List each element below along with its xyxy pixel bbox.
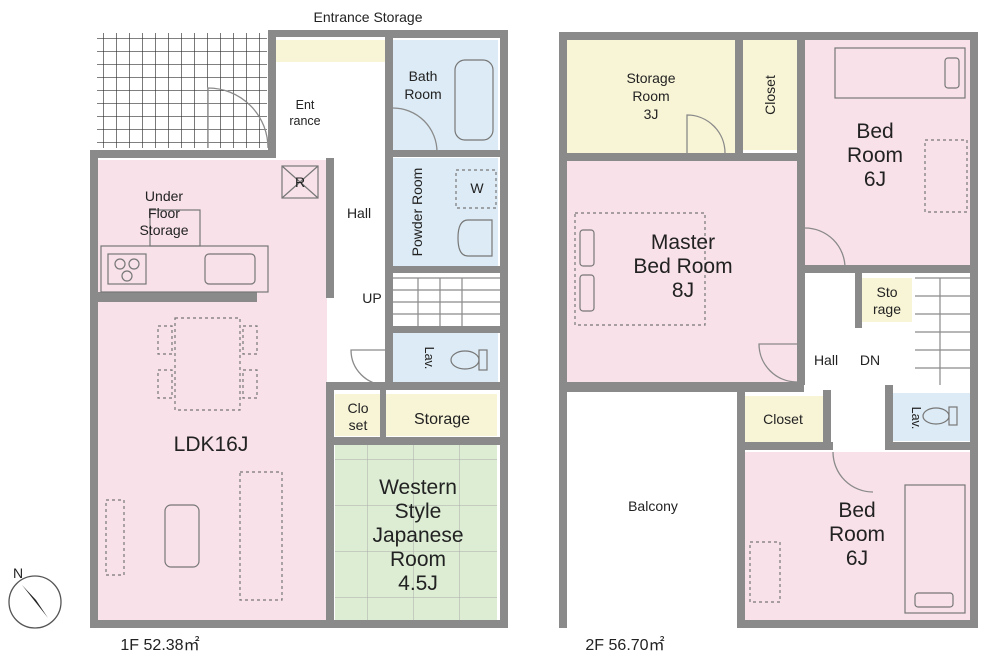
dining-table bbox=[174, 317, 241, 411]
label-washer: W bbox=[470, 180, 484, 196]
label-master-2: Bed Room bbox=[633, 255, 732, 278]
powder-room bbox=[393, 158, 498, 268]
label-lav-2f: Lav. bbox=[909, 407, 923, 430]
label-entrance-1: Ent bbox=[296, 98, 315, 112]
walls-2f bbox=[559, 32, 978, 628]
bed-se bbox=[904, 484, 966, 614]
closet-1f bbox=[335, 394, 380, 436]
porch bbox=[97, 33, 267, 148]
label-lav-1f: Lav. bbox=[422, 347, 436, 370]
label-entrance-storage: Entrance Storage bbox=[314, 9, 423, 25]
bed-room-ne bbox=[805, 40, 970, 265]
label-storage-room-3: 3J bbox=[644, 106, 659, 122]
label-western-3: Japanese bbox=[372, 524, 463, 547]
label-master-1: Master bbox=[651, 231, 715, 254]
label-bed-ne-1: Bed bbox=[856, 120, 893, 143]
floor-2 bbox=[559, 32, 978, 628]
fridge-box bbox=[281, 165, 319, 199]
label-sto-1: Sto bbox=[876, 284, 897, 300]
label-western-5: 4.5J bbox=[398, 572, 438, 595]
label-bath-1: Bath bbox=[409, 68, 438, 84]
sink bbox=[204, 253, 256, 285]
walls-1f bbox=[90, 30, 508, 628]
japanese-room bbox=[335, 445, 497, 620]
storage-2f-small bbox=[862, 278, 912, 322]
label-dn: DN bbox=[860, 352, 880, 368]
label-master-3: 8J bbox=[672, 279, 694, 302]
bed-master bbox=[574, 212, 706, 326]
stove bbox=[107, 253, 147, 285]
bath-room bbox=[393, 40, 498, 152]
closet-2f-b bbox=[743, 396, 823, 442]
washer bbox=[455, 169, 497, 209]
label-bed-se-1: Bed bbox=[838, 499, 875, 522]
closet-2f-a bbox=[743, 40, 797, 150]
label-storage-1f: Storage bbox=[414, 411, 470, 428]
label-up: UP bbox=[362, 290, 381, 306]
label-under-floor-1: Under bbox=[145, 188, 183, 204]
label-powder-room: Powder Room bbox=[409, 168, 425, 257]
label-hall-2f: Hall bbox=[814, 352, 838, 368]
bed-ne bbox=[834, 47, 966, 99]
label-bed-se-3: 6J bbox=[846, 547, 868, 570]
label-hall-1f: Hall bbox=[347, 205, 371, 221]
label-entrance-2: rance bbox=[289, 114, 320, 128]
label-closet-1f-2: set bbox=[349, 417, 368, 433]
lav-room-2f bbox=[893, 393, 970, 441]
coffee-table bbox=[164, 504, 200, 568]
lav-room-1f bbox=[393, 333, 498, 383]
label-western-4: Room bbox=[390, 548, 446, 571]
label-western-1: Western bbox=[379, 476, 457, 499]
label-bath-2: Room bbox=[404, 86, 441, 102]
bed-room-se bbox=[745, 452, 970, 620]
desk-ne bbox=[924, 139, 968, 213]
label-sto-2: rage bbox=[873, 301, 901, 317]
label-1f-area: 1F 52.38㎡ bbox=[120, 636, 199, 654]
storage-1f bbox=[385, 394, 497, 436]
compass-north-label: N bbox=[13, 565, 23, 581]
label-closet-1f-1: Clo bbox=[347, 400, 368, 416]
entrance-storage-area bbox=[275, 40, 385, 62]
label-under-floor-2: Floor bbox=[148, 205, 180, 221]
sofa bbox=[239, 471, 283, 601]
label-bed-ne-2: Room bbox=[847, 144, 903, 167]
ldk-room bbox=[97, 160, 327, 620]
label-under-floor-3: Storage bbox=[139, 222, 188, 238]
floor-1 bbox=[90, 30, 508, 628]
underfloor-hatch bbox=[149, 209, 201, 247]
label-bed-ne-3: 6J bbox=[864, 168, 886, 191]
master-bed-room bbox=[567, 160, 800, 382]
label-bed-se-2: Room bbox=[829, 523, 885, 546]
label-storage-room-2: Room bbox=[632, 88, 669, 104]
label-storage-room-1: Storage bbox=[626, 70, 675, 86]
label-closet-2f-a: Closet bbox=[762, 75, 778, 115]
compass bbox=[8, 575, 62, 629]
label-balcony: Balcony bbox=[628, 498, 678, 514]
label-ldk: LDK16J bbox=[174, 433, 249, 456]
storage-room-2f bbox=[567, 40, 735, 153]
label-western-2: Style bbox=[395, 500, 442, 523]
bathtub bbox=[454, 59, 494, 141]
label-2f-area: 2F 56.70㎡ bbox=[585, 636, 664, 654]
balcony bbox=[567, 393, 737, 620]
label-refrigerator: R bbox=[295, 174, 305, 190]
tv-board bbox=[105, 499, 125, 576]
label-closet-2f-b: Closet bbox=[763, 411, 803, 427]
desk-se bbox=[749, 541, 781, 603]
